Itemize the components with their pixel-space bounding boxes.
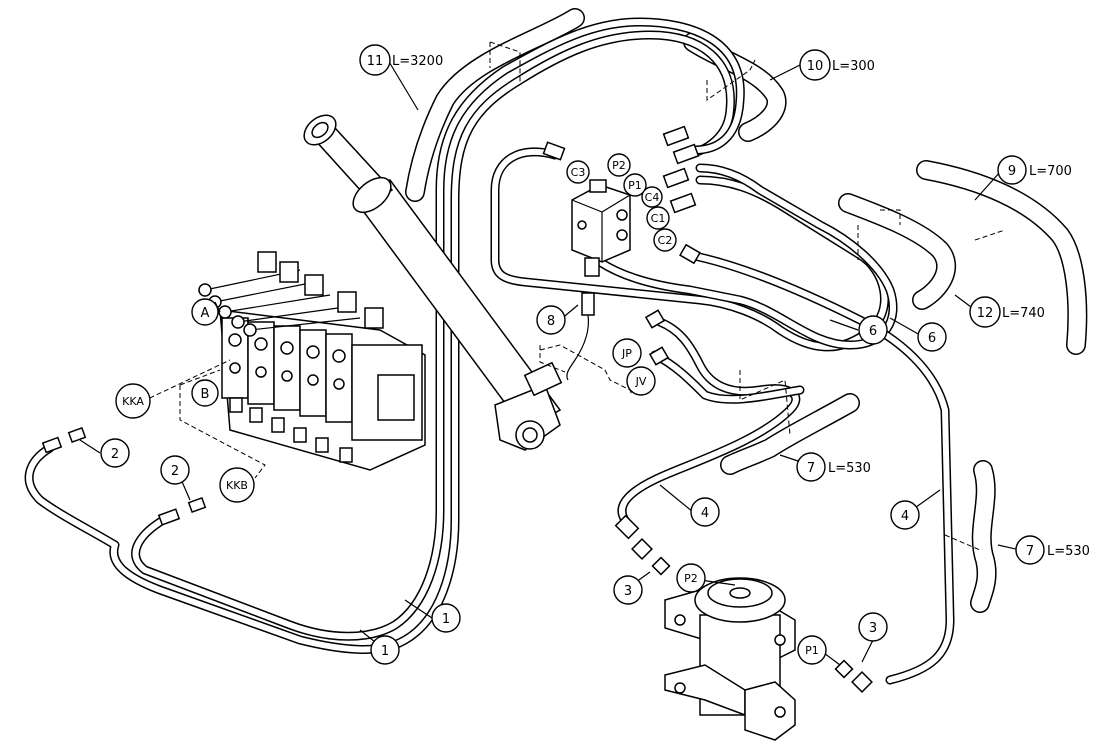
valve-block xyxy=(542,125,701,381)
svg-text:7: 7 xyxy=(807,461,815,476)
callout-c1: C1 xyxy=(646,206,670,230)
svg-text:7: 7 xyxy=(1026,544,1034,559)
callout-c4: C4 xyxy=(641,186,663,208)
callout-jv: JV xyxy=(626,366,656,396)
svg-text:C3: C3 xyxy=(571,166,586,179)
svg-text:3: 3 xyxy=(869,621,877,636)
dashed-guides xyxy=(134,41,1006,551)
callout-7a: 7 xyxy=(796,452,826,482)
length-11: L=3200 xyxy=(392,54,443,69)
callout-3b: 3 xyxy=(858,612,888,642)
length-7a: L=530 xyxy=(828,461,871,476)
sleeve-12 xyxy=(838,193,956,310)
svg-text:C1: C1 xyxy=(651,212,666,225)
pipe-1-inner xyxy=(131,17,745,641)
callout-7b: 7 xyxy=(1015,535,1045,565)
svg-text:1: 1 xyxy=(442,612,450,627)
callout-p2-bottom: P2 xyxy=(676,563,706,593)
length-10: L=300 xyxy=(832,59,875,74)
svg-text:2: 2 xyxy=(171,464,179,479)
callout-12: 12 xyxy=(969,296,1001,328)
sleeve-9 xyxy=(916,160,1088,355)
svg-text:6: 6 xyxy=(869,324,877,339)
svg-text:JV: JV xyxy=(635,375,647,388)
callout-jp: JP xyxy=(612,338,642,368)
callout-6b: 6 xyxy=(917,322,947,352)
pipe-1-outer xyxy=(24,30,735,654)
callout-b: B xyxy=(191,379,219,407)
sleeve-7a xyxy=(720,393,860,475)
hydraulic-cylinder xyxy=(303,114,563,451)
svg-text:C2: C2 xyxy=(658,234,673,247)
svg-text:P2: P2 xyxy=(684,572,698,585)
svg-text:P1: P1 xyxy=(628,179,642,192)
callout-2b: 2 xyxy=(160,455,190,485)
svg-text:KKA: KKA xyxy=(122,395,144,408)
svg-text:10: 10 xyxy=(807,59,824,74)
length-12: L=740 xyxy=(1002,306,1045,321)
svg-text:11: 11 xyxy=(367,54,384,69)
callout-kkb: KKB xyxy=(219,467,255,503)
pipe-4-left xyxy=(617,317,801,525)
callout-11: 11 xyxy=(359,44,391,76)
svg-text:JP: JP xyxy=(621,347,632,360)
control-valve-bank xyxy=(198,251,426,471)
callout-8: 8 xyxy=(536,305,566,335)
fittings xyxy=(41,309,873,693)
svg-text:P1: P1 xyxy=(805,644,819,657)
length-9: L=700 xyxy=(1029,164,1072,179)
callout-4a: 4 xyxy=(690,497,720,527)
svg-text:B: B xyxy=(201,387,210,402)
length-7b: L=530 xyxy=(1047,544,1090,559)
callout-2a: 2 xyxy=(100,438,130,468)
callout-3a: 3 xyxy=(613,575,643,605)
svg-text:8: 8 xyxy=(547,314,555,329)
callout-1a: 1 xyxy=(431,603,461,633)
callout-c2: C2 xyxy=(653,228,677,252)
svg-text:P2: P2 xyxy=(612,159,626,172)
svg-text:KKB: KKB xyxy=(226,479,248,492)
callout-9: 9 xyxy=(997,155,1027,185)
sleeve-7b xyxy=(970,460,997,613)
callout-10: 10 xyxy=(799,49,831,81)
callout-p1-top: P1 xyxy=(623,173,647,197)
callout-p2-top: P2 xyxy=(607,153,631,177)
pipe-4-right xyxy=(685,250,955,685)
rotary-joint xyxy=(664,577,796,741)
pipe-jv xyxy=(650,350,805,404)
svg-text:C4: C4 xyxy=(645,191,660,204)
svg-text:4: 4 xyxy=(901,509,909,524)
callout-4b: 4 xyxy=(890,500,920,530)
sleeve-11 xyxy=(405,8,585,202)
callout-kka: KKA xyxy=(115,383,151,419)
svg-text:A: A xyxy=(201,306,210,321)
svg-text:6: 6 xyxy=(928,331,936,346)
svg-text:4: 4 xyxy=(701,506,709,521)
svg-text:12: 12 xyxy=(977,306,994,321)
svg-text:2: 2 xyxy=(111,447,119,462)
callout-a: A xyxy=(191,298,219,326)
callout-1b: 1 xyxy=(370,635,400,665)
svg-text:9: 9 xyxy=(1008,164,1016,179)
svg-text:1: 1 xyxy=(381,644,389,659)
callout-c3: C3 xyxy=(566,160,590,184)
svg-text:3: 3 xyxy=(624,584,632,599)
callout-p1-bottom: P1 xyxy=(797,635,827,665)
callout-6a: 6 xyxy=(858,315,888,345)
